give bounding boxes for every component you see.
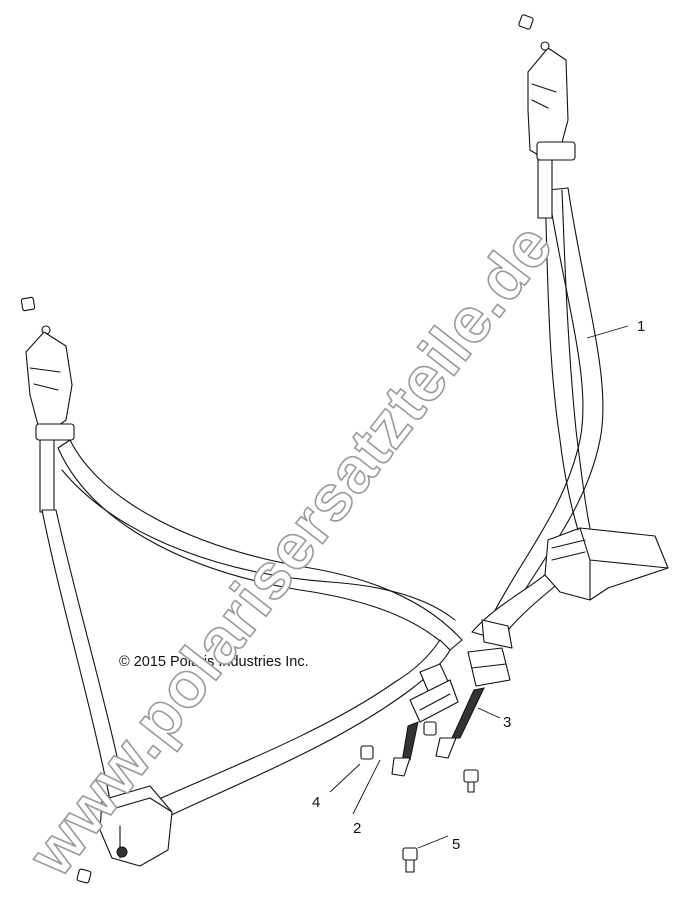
leader-1 (586, 325, 629, 339)
callout-5: 5 (452, 836, 460, 853)
bolt-part-5 (402, 847, 418, 861)
leader-5 (417, 835, 449, 849)
left-d-ring (25, 331, 73, 433)
watermark-text: www.polarisersatzteile.de (14, 210, 567, 890)
callout-3: 3 (503, 714, 511, 731)
left-retractor-bolt (116, 846, 128, 858)
buckle-assembly-right (435, 619, 513, 759)
buckle-stalk-left (401, 721, 419, 763)
right-seat-belt-assembly (471, 14, 669, 641)
buckle-mount-right (435, 737, 457, 759)
left-lap-webbing (129, 639, 451, 831)
left-belt-guide (35, 423, 75, 441)
left-seat-belt-assembly (20, 296, 463, 884)
callout-2: 2 (353, 820, 361, 837)
right-top-nut (518, 14, 534, 30)
leader-4 (329, 763, 361, 793)
buckle-assembly-left (391, 663, 459, 777)
left-top-nut (20, 296, 36, 312)
leader-2 (352, 759, 381, 815)
latch-plate (481, 619, 513, 649)
bolt-part-5-b (463, 769, 479, 783)
buckle-housing-right (467, 647, 511, 687)
buckle-housing-left (409, 679, 459, 723)
right-upper-webbing-tab (537, 159, 553, 219)
loose-hardware (360, 721, 479, 873)
buckle-stalk-right (451, 687, 485, 739)
leader-3 (477, 707, 501, 719)
right-belt-guide (536, 141, 576, 161)
left-shoulder-webbing (57, 439, 463, 651)
right-anchor-stud (540, 41, 550, 51)
nut-part-4 (360, 745, 374, 760)
callout-1: 1 (637, 318, 645, 335)
copyright-text: © 2015 Polaris Industries Inc. (119, 654, 309, 670)
left-retractor (99, 785, 173, 867)
buckle-mount-left (391, 757, 411, 777)
left-bottom-nut (76, 868, 92, 884)
callout-4: 4 (312, 794, 320, 811)
left-upper-webbing-tab (39, 439, 55, 513)
right-retractor (544, 527, 669, 601)
nut-part-4-b (423, 721, 437, 736)
